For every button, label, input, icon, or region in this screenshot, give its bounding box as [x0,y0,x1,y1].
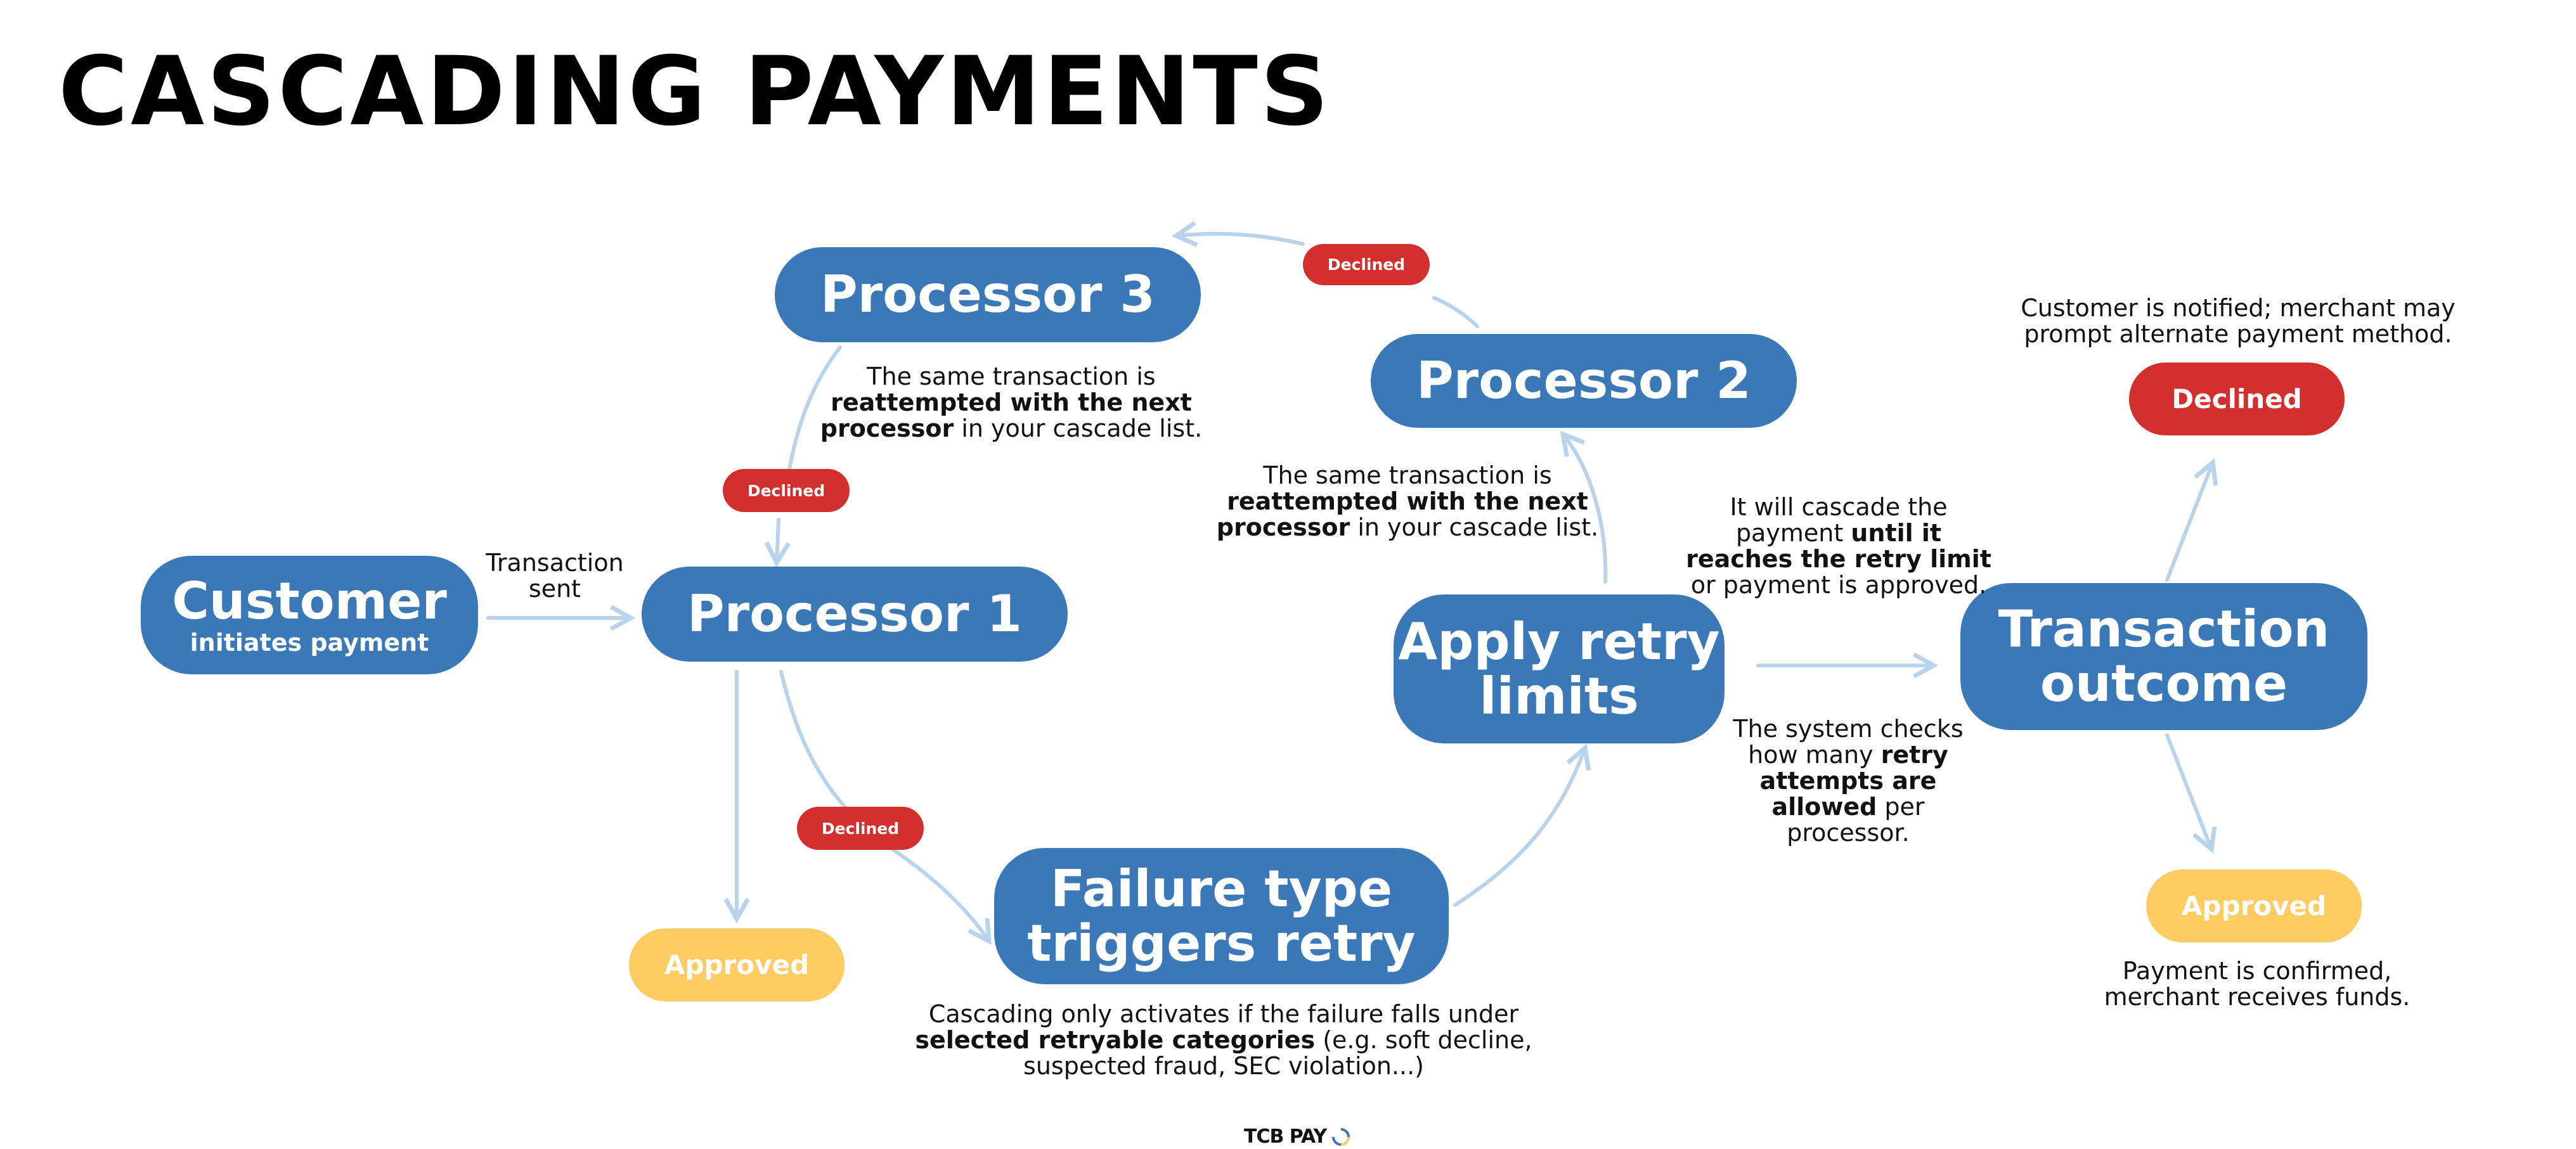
customer-sublabel: initiates payment [190,628,429,657]
declined-badge-p3-p1: Declined [723,469,850,512]
approved-outcome-pill: Approved [2146,870,2362,942]
transaction-outcome-line2: outcome [2040,654,2288,713]
customer-node[interactable]: Customer initiates payment [141,556,478,674]
processor-2-label: Processor 2 [1416,351,1751,410]
declined-badge-p2-p3: Declined [1303,244,1430,285]
declined-outcome-pill: Declined [2129,363,2345,435]
system-checks-note: The system checks how many retry attempt… [1733,715,1964,847]
arrow-p2-to-p3 [1176,234,1479,328]
apply-retry-line1: Apply retry [1398,612,1720,671]
failure-type-line1: Failure type [1050,859,1393,918]
apply-retry-limits-node[interactable]: Apply retry limits [1394,594,1725,743]
page-title: CASCADING PAYMENTS [58,37,1331,147]
arrow-failure-to-retry [1453,748,1585,907]
logo-text: TCB PAY [1244,1126,1327,1148]
tcb-pay-logo: TCB PAY [1244,1126,1350,1148]
declined-outcome-note: Customer is notified; merchant may promp… [2021,294,2456,348]
processor-1-node[interactable]: Processor 1 [642,567,1068,662]
arrow-outcome-to-approved [2165,733,2211,849]
transaction-sent-note: Transaction sent [486,549,624,603]
approved-pill-processor-1: Approved [629,928,845,1001]
processor-3-node[interactable]: Processor 3 [775,247,1201,342]
processor-2-note: The same transaction is reattempted with… [1216,461,1599,541]
approved-outcome-note: Payment is confirmed, merchant receives … [2104,957,2411,1011]
arrow-p3-to-p1 [777,345,842,563]
processor-3-note: The same transaction is reattempted with… [820,363,1203,442]
customer-label: Customer [172,571,447,631]
arrow-outcome-to-declined [2165,463,2213,582]
processor-3-label: Processor 3 [820,265,1155,324]
transaction-outcome-node[interactable]: Transaction outcome [1960,583,2367,730]
circular-arrows-icon [1332,1127,1350,1146]
failure-type-node[interactable]: Failure type triggers retry [994,848,1449,984]
processor-1-label: Processor 1 [687,584,1022,643]
declined-badge-p1-failure: Declined [797,807,924,850]
apply-retry-line2: limits [1479,666,1639,726]
arrow-retry-to-p2 [1563,434,1608,584]
processor-2-node[interactable]: Processor 2 [1371,334,1797,428]
failure-type-note: Cascading only activates if the failure … [915,1000,1532,1080]
transaction-outcome-line1: Transaction [1998,600,2330,658]
cascade-limit-note: It will cascade the payment until it rea… [1686,493,1991,599]
failure-type-line2: triggers retry [1027,913,1416,973]
